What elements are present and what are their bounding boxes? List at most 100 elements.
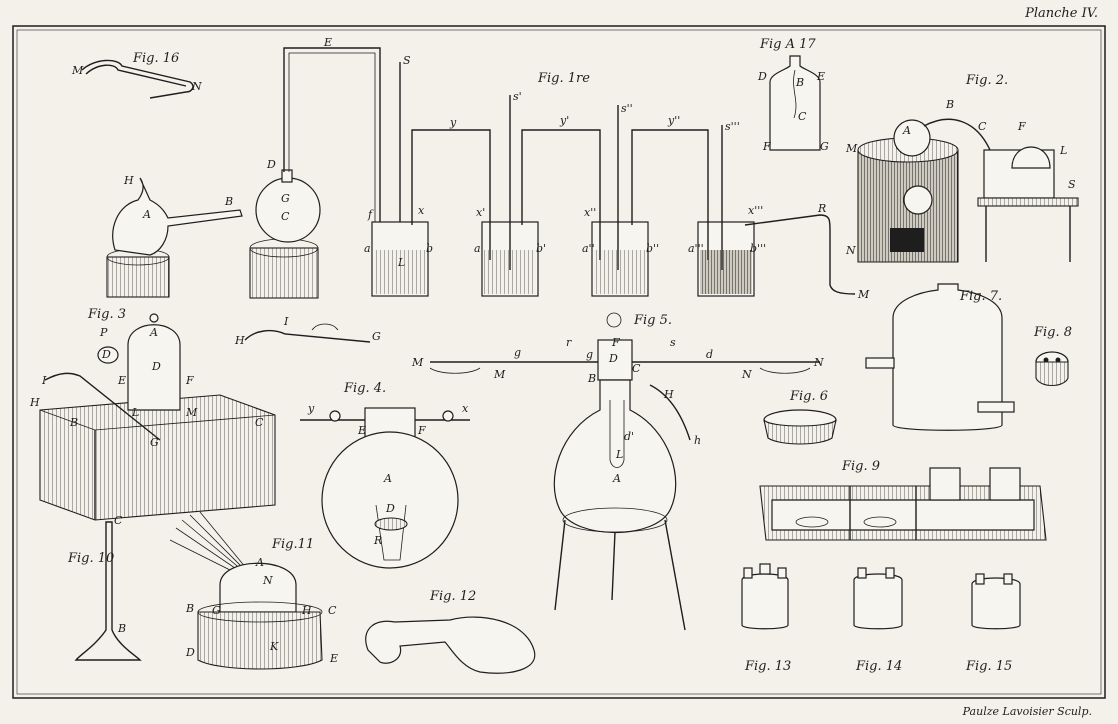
- fig5-label: Fig 5.: [633, 313, 672, 328]
- fig5-letter-N: N: [741, 368, 752, 381]
- fig5-letter-N2: N: [813, 356, 824, 369]
- tube-letter-I: I: [283, 315, 289, 328]
- fig11-letter-B: B: [185, 602, 194, 615]
- fig2-furnace: Fig. 2. B A M C F L S N: [845, 73, 1079, 263]
- fig6-label: Fig. 6: [789, 389, 828, 404]
- fig12-label: Fig. 12: [429, 589, 476, 604]
- fig11-letter-K: K: [269, 640, 279, 653]
- fig16-label: Fig. 16: [132, 51, 179, 66]
- fig1-letter-x: x: [418, 204, 425, 217]
- fig5-letter-B: B: [587, 372, 596, 385]
- fig1-letter-a2: a'': [582, 242, 595, 255]
- fig1-jar-3: [591, 221, 649, 297]
- fig1-letter-s2: s'': [621, 102, 633, 115]
- fig1-letter-a3: a''': [688, 242, 704, 255]
- fig2-letter-M: M: [845, 142, 858, 155]
- fig5-letter-g: g: [514, 346, 521, 359]
- fig4-globe: [321, 431, 459, 569]
- small-tube-HIG: H I G: [234, 315, 381, 347]
- fig3-letter-C: C: [255, 416, 264, 429]
- fig1-jar-1: [371, 221, 429, 297]
- fig11-letter-D: D: [185, 646, 195, 659]
- fig17-letter-E: E: [816, 70, 825, 83]
- fig11-letter-H: H: [301, 604, 312, 617]
- fig1-letter-y1: y': [559, 114, 569, 127]
- fig3-letter-E: E: [117, 374, 126, 387]
- fig5-letter-D: D: [608, 352, 618, 365]
- plate-inner-border: [16, 29, 1102, 695]
- fig1-letter-b3: b''': [750, 242, 766, 255]
- fig1-flask-furnace: [249, 247, 319, 299]
- fig1-letter-x2: x'': [584, 206, 596, 219]
- fig1-letter-E: E: [323, 36, 332, 49]
- fig1-tube-y: [411, 129, 491, 260]
- fig5-letter-r: r: [566, 336, 572, 349]
- plate-border: [12, 25, 1106, 699]
- fig3-letter-H: H: [29, 396, 40, 409]
- fig1-label: Fig. 1re: [537, 71, 590, 86]
- fig5-apparatus: Fig 5. M M g r g F D B C s d N N H d' L …: [411, 312, 824, 631]
- engraver-credit: Paulze Lavoisier Sculp.: [962, 705, 1092, 718]
- fig2-letter-A: A: [902, 124, 911, 137]
- fig2-retort: [893, 119, 931, 157]
- fig5-letter-M: M: [411, 356, 424, 369]
- fig12-bladder: Fig. 12: [365, 589, 536, 674]
- fig15-label: Fig. 15: [965, 659, 1012, 674]
- fig11-apparatus: Fig.11 A N B G H C K D E: [169, 511, 338, 670]
- fig17-label: Fig A 17: [759, 37, 816, 52]
- fig10-letter-C: C: [114, 514, 123, 527]
- fig2-label: Fig. 2.: [965, 73, 1008, 88]
- fig8-cork: Fig. 8: [1033, 325, 1072, 387]
- fig3-letter-D: D: [101, 348, 111, 361]
- fig2-letter-B: B: [945, 98, 954, 111]
- fig1-letter-s1: s': [513, 90, 522, 103]
- fig5-letter-M2: M: [493, 368, 506, 381]
- fig3-label: Fig. 3: [87, 307, 126, 322]
- fig7-jar: Fig. 7.: [865, 283, 1015, 431]
- fig4-letter-y: y: [307, 402, 315, 415]
- fig1-tube-E: [283, 47, 381, 225]
- fig10-label: Fig. 10: [67, 551, 114, 566]
- fig10-letter-B: B: [117, 622, 126, 635]
- fig2-letter-N: N: [845, 244, 856, 257]
- fig17-bottle: Fig A 17 D E B C F G: [757, 37, 829, 153]
- fig1-letter-M: M: [857, 288, 870, 301]
- fig1-retort: [112, 177, 243, 256]
- fig1-letter-H: H: [123, 174, 134, 187]
- fig1-letter-y2: y'': [667, 114, 680, 127]
- fig3-trough: Fig. 3 P D A D E F I H B L M G C: [29, 307, 276, 521]
- fig1-letter-G: G: [281, 192, 290, 205]
- fig17-letter-G: G: [820, 140, 829, 153]
- fig4-letter-A: A: [383, 472, 392, 485]
- fig4-letter-D: D: [385, 502, 395, 515]
- fig1-letter-s3: s''': [725, 120, 740, 133]
- fig15-bottle: Fig. 15: [965, 573, 1021, 674]
- fig6-dish: Fig. 6: [763, 389, 837, 445]
- fig1-letter-B: B: [224, 195, 233, 208]
- fig5-letter-g2: g: [586, 348, 593, 361]
- fig3-letter-I: I: [41, 374, 47, 387]
- fig1-letter-b: b: [426, 242, 433, 255]
- fig5-letter-F: F: [611, 336, 620, 349]
- fig2-letter-F: F: [1017, 120, 1026, 133]
- fig5-letter-A: A: [612, 472, 621, 485]
- tube-letter-G: G: [372, 330, 381, 343]
- fig5-letter-C: C: [632, 362, 641, 375]
- fig8-label: Fig. 8: [1033, 325, 1072, 340]
- fig1-letter-b1: b': [536, 242, 546, 255]
- fig1-tube-R: [744, 214, 856, 295]
- fig9-label: Fig. 9: [841, 459, 880, 474]
- fig11-letter-C: C: [328, 604, 337, 617]
- fig2-letter-C: C: [978, 120, 987, 133]
- fig16-letter-N: N: [191, 80, 202, 93]
- fig1-letter-x3: x''': [748, 204, 763, 217]
- fig5-letter-L: L: [615, 448, 623, 461]
- fig4-letter-E: E: [357, 424, 366, 437]
- fig11-label: Fig.11: [271, 537, 314, 552]
- fig3-letter-A: A: [149, 326, 158, 339]
- fig3-letter-B: B: [69, 416, 78, 429]
- fig3-bell-jar: [127, 324, 181, 411]
- fig5-letter-s: s: [670, 336, 676, 349]
- fig1-jar-4: [697, 221, 755, 297]
- fig1-letter-A: A: [142, 208, 151, 221]
